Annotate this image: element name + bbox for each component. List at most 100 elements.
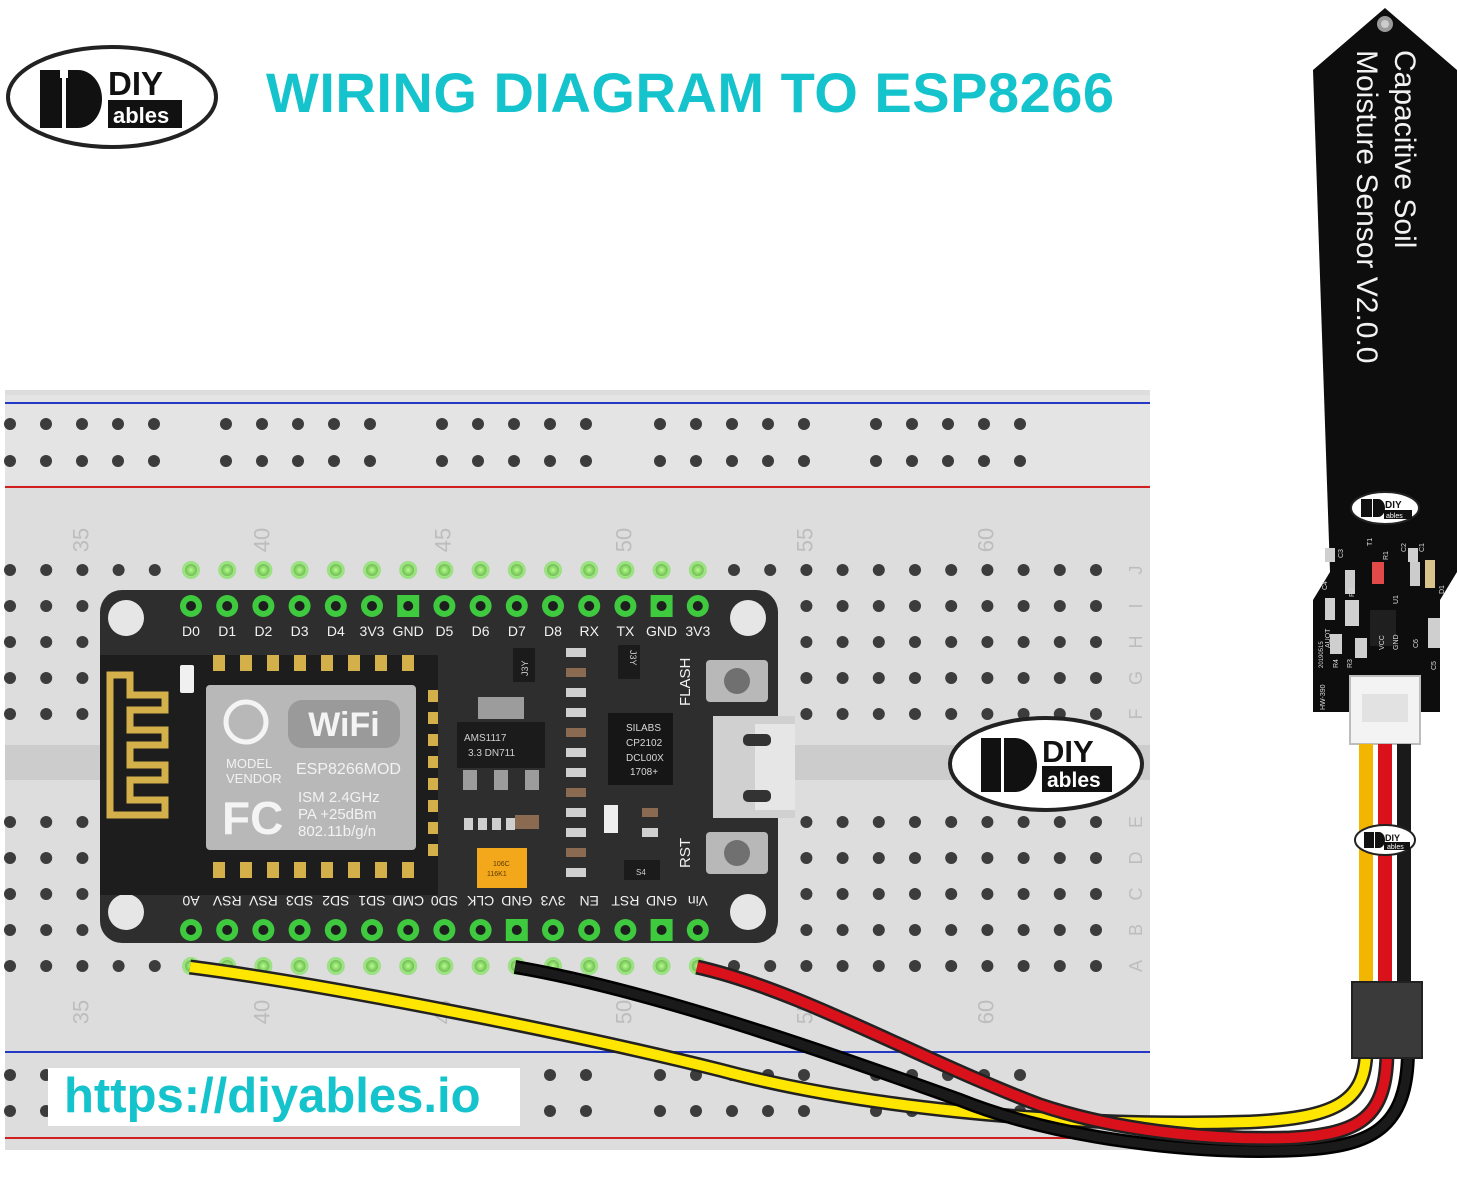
- terminal-hole: [4, 600, 16, 612]
- transistor-j3y-1: [513, 648, 535, 682]
- sensor-component-label: R2: [1349, 588, 1356, 597]
- terminal-hole: [1090, 960, 1102, 972]
- sensor-title-line2: Moisture Sensor V2.0.0: [1350, 50, 1383, 364]
- terminal-hole: [872, 924, 885, 936]
- terminal-hole: [1017, 852, 1030, 864]
- terminal-hole: [909, 708, 921, 720]
- terminal-hole: [1090, 600, 1102, 612]
- terminal-hole: [4, 888, 16, 900]
- terminal-hole: [945, 924, 958, 936]
- terminal-hole: [836, 600, 849, 612]
- terminal-hole: [981, 564, 994, 576]
- connected-hole: [435, 561, 454, 579]
- connected-hole: [363, 957, 381, 975]
- terminal-hole: [40, 924, 53, 936]
- svg-text:1708+: 1708+: [630, 767, 658, 778]
- ground-wire: [514, 962, 1413, 1156]
- rail-hole: [76, 418, 88, 430]
- rail-hole: [4, 418, 16, 430]
- terminal-hole: [1017, 600, 1030, 612]
- top-pin-label: D0: [182, 623, 200, 639]
- sensor-cable-red: [1378, 744, 1392, 984]
- column-number: 40: [249, 1000, 274, 1024]
- top-pin-label: RX: [579, 623, 599, 639]
- rail-hole: [942, 418, 954, 430]
- terminal-hole: [909, 816, 921, 828]
- terminal-hole: [112, 564, 125, 576]
- rail-hole: [906, 455, 918, 467]
- terminal-hole: [836, 852, 849, 864]
- top-pin-label: 3V3: [685, 623, 710, 639]
- rail-hole: [40, 418, 52, 430]
- terminal-hole: [981, 672, 994, 684]
- terminal-hole: [836, 636, 849, 648]
- rail-hole: [798, 1105, 810, 1117]
- terminal-hole: [1090, 672, 1102, 684]
- terminal-hole: [909, 672, 921, 684]
- bottom-pin-label: RSV: [212, 893, 241, 909]
- connected-hole: [471, 561, 490, 579]
- svg-text:DIY: DIY: [1042, 734, 1094, 769]
- rail-hole: [76, 455, 88, 467]
- terminal-hole: [1017, 888, 1030, 900]
- rail-hole: [220, 455, 232, 467]
- rail-hole: [472, 418, 484, 430]
- terminal-hole: [1090, 852, 1102, 864]
- svg-text:3.3 DN711: 3.3 DN711: [468, 748, 516, 759]
- bottom-pin-label: SD0: [431, 893, 458, 909]
- mounting-hole: [730, 600, 766, 636]
- row-letter: C: [1126, 888, 1146, 901]
- rail-hole: [364, 418, 376, 430]
- connected-hole: [218, 561, 237, 579]
- sensor-component-label: U1: [1393, 595, 1400, 604]
- row-letter: G: [1126, 671, 1146, 685]
- connected-hole: [652, 957, 671, 975]
- rail-hole: [762, 455, 774, 467]
- terminal-hole: [76, 816, 89, 828]
- rail-hole: [292, 455, 304, 467]
- rail-hole: [364, 455, 376, 467]
- rail-hole: [798, 418, 810, 430]
- svg-text:ables: ables: [1386, 513, 1403, 520]
- terminal-hole: [76, 888, 89, 900]
- terminal-hole: [40, 960, 53, 972]
- row-letter: A: [1126, 960, 1146, 972]
- rail-hole: [1014, 455, 1026, 467]
- row-letter: I: [1126, 603, 1146, 608]
- bottom-pin-label: RSV: [248, 893, 277, 909]
- bottom-pin-label: EN: [579, 893, 598, 909]
- rail-hole: [112, 418, 124, 430]
- terminal-hole: [836, 888, 849, 900]
- terminal-hole: [872, 960, 885, 972]
- terminal-hole: [800, 672, 813, 684]
- terminal-hole: [40, 888, 53, 900]
- mounting-hole: [108, 894, 144, 930]
- antenna-trace: [106, 671, 169, 819]
- terminal-hole: [4, 636, 16, 648]
- rail-hole: [978, 455, 990, 467]
- bottom-pin-label: RST: [611, 893, 639, 909]
- diyables-logo-board: DIY ables: [948, 716, 1144, 812]
- terminal-hole: [800, 636, 813, 648]
- terminal-hole: [76, 924, 89, 936]
- terminal-hole: [40, 816, 53, 828]
- terminal-hole: [872, 636, 885, 648]
- rail-hole: [654, 1069, 666, 1081]
- terminal-hole: [945, 600, 958, 612]
- terminal-hole: [872, 600, 885, 612]
- sensor-component-label: C1: [1419, 543, 1426, 552]
- diyables-logo-top: DIY ables: [6, 45, 218, 149]
- website-url[interactable]: https://diyables.io: [64, 1069, 481, 1123]
- terminal-hole: [40, 564, 53, 576]
- terminal-hole: [4, 924, 16, 936]
- logo-diy: DIY: [108, 65, 163, 102]
- terminal-hole: [945, 888, 958, 900]
- terminal-hole: [40, 852, 53, 864]
- terminal-hole: [148, 564, 161, 576]
- sensor-component-label: AUOT: [1325, 628, 1332, 648]
- terminal-hole: [1090, 924, 1102, 936]
- rail-hole: [256, 455, 268, 467]
- terminal-hole: [872, 816, 885, 828]
- terminal-hole: [981, 636, 994, 648]
- voltage-regulator: [457, 722, 545, 768]
